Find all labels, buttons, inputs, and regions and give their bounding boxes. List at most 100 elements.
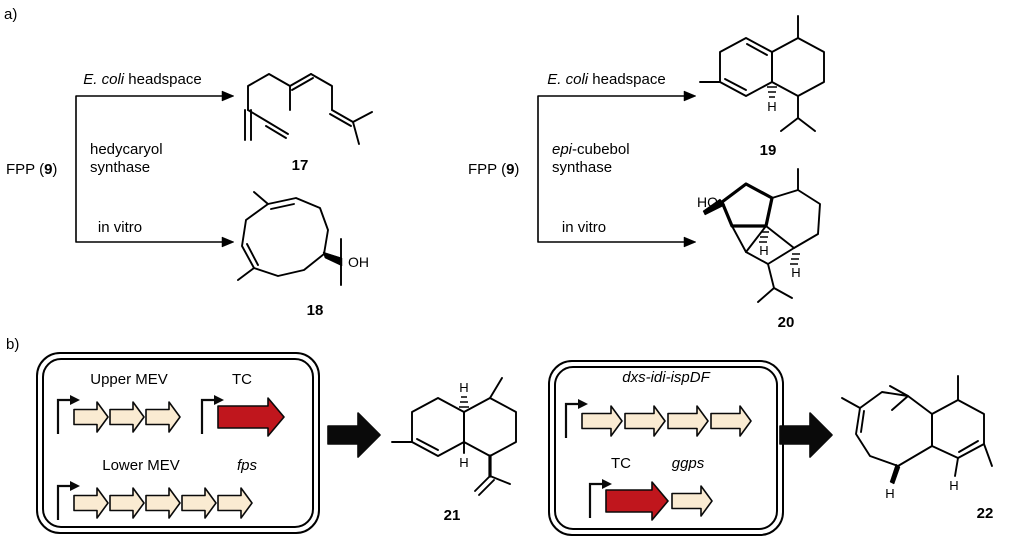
gene-label-ggps: ggps [671,455,705,472]
ring-methyl-bottom [237,267,255,281]
operon-row-lower-mev [56,481,253,520]
stereo-hash-bond [767,86,777,98]
enzyme-line2: synthase [552,159,613,176]
ring-double-bond-left [246,243,259,266]
operon-row-upper-mev [56,395,285,437]
block-arrow [217,487,253,519]
promoter-icon [56,484,70,520]
product-number-18: 18 [306,302,324,319]
promoter-arrowhead-icon [70,395,80,405]
left-ring [719,37,773,97]
compound-22-structure: H H [841,375,993,501]
top-methyl [489,377,503,399]
h-label-1: H [759,243,768,258]
left-ring [411,397,465,457]
block-arrow [327,412,381,458]
enzyme-label-left: hedycaryol synthase [90,141,163,177]
promoter-arrowhead-icon [70,481,80,491]
plasmid-construct-2 [548,360,784,536]
block-arrow [779,412,833,458]
ring-methyl-top [253,191,269,205]
cyclohexane-ring [765,189,821,249]
substrate-number: 9 [44,161,53,178]
double-bond-left [724,78,747,91]
operon-row-tc-ggps [588,479,713,521]
substrate-label-left: FPP (9) [6,161,57,179]
right-ring [931,399,985,459]
block-arrow [624,405,666,437]
substrate-prefix: FPP ( [468,161,507,178]
substrate-number: 9 [506,161,515,178]
promoter-arrowhead-icon [602,479,612,489]
block-arrow [667,405,709,437]
arrowhead-bottom [683,236,697,248]
h-label-2: H [949,478,958,493]
block-arrow [145,401,181,433]
gem-dimethyl [889,385,909,411]
oh-label: OH [348,254,369,270]
macrocycle-ring [855,391,933,467]
substrate-suffix: ) [52,161,58,178]
arrowhead-bottom [221,236,235,248]
isopropenyl-methyl [489,475,511,485]
gene-label-fps: fps [236,457,257,474]
cyclopentane-ring [720,182,774,228]
condition-italic: E. coli [547,71,589,88]
h-bond-2 [954,457,959,477]
condition-bottom-left: in vitro [97,219,143,236]
condition-top-right: E. coli headspace [524,71,689,89]
vinyl-group [247,109,289,139]
h-label-2: H [791,265,800,280]
block-arrow [605,481,669,521]
product-number-21: 21 [443,507,461,524]
chain-bonds-2 [310,73,333,111]
operon-row-dxs [564,399,752,438]
block-arrow [109,487,145,519]
block-arrow [581,405,623,437]
compound-21-structure: H H [391,377,517,496]
promoter-icon [588,482,602,518]
condition-italic: E. coli [83,71,125,88]
operon-label-dxs-idi-ispdf: dxs-idi-ispDF [622,369,710,386]
wedge-h-bond [889,463,901,485]
promoter-arrowhead-icon [578,399,588,409]
substrate-prefix: FPP ( [6,161,45,178]
plasmid-inner-border [554,366,778,530]
right-ring [463,397,517,457]
block-arrow [671,485,713,517]
methylene-double-bond [244,109,252,141]
compound-18-structure: OH [237,191,369,286]
plasmid-inner-border [42,358,314,528]
condition-bottom-right: in vitro [561,219,607,236]
stereo-hash-top [459,396,469,408]
operon-label-lower-mev: Lower MEV [102,457,180,474]
double-bond-top [746,43,768,56]
h-label-top: H [459,380,468,395]
product-number-17: 17 [291,157,309,174]
enzyme-line2: synthase [90,159,151,176]
condition-rest: headspace [588,71,666,88]
block-arrow [109,401,145,433]
mid-double-bond [289,73,314,91]
substrate-suffix: ) [514,161,520,178]
panel-a-label: a) [4,6,18,23]
product-number-22: 22 [976,505,994,522]
transform-arrow-1 [327,412,381,458]
block-arrow [73,401,109,433]
compound-17-structure [244,73,373,145]
product-number-19: 19 [759,142,777,159]
substrate-label-right: FPP (9) [468,161,519,179]
gene-label-tc-1: TC [232,371,252,388]
block-arrow [710,405,752,437]
enzyme-line1: -cubebol [572,141,630,158]
h-label-mid: H [459,455,468,470]
scheme-arrows-right [537,90,697,248]
h-label: H [767,99,776,114]
promoter-arrowhead-icon [214,395,224,405]
branch-arrow-lines [537,95,685,243]
h-label-1: H [885,486,894,501]
stereo-hash-1 [759,231,769,243]
bottom-right-methyl [983,443,993,467]
macrocycle-ring [241,197,329,277]
